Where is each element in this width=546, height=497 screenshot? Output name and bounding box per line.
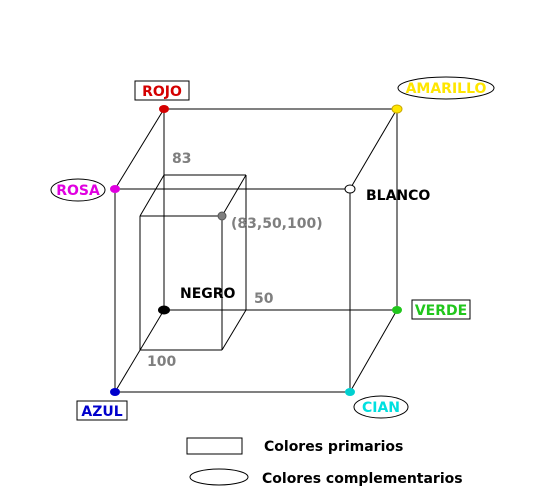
green-dot [392, 306, 402, 314]
legend-ellipse-swatch [189, 468, 249, 486]
blanco-label: BLANCO [366, 188, 430, 204]
amarillo-oval [397, 76, 495, 100]
legend-complementary-label: Colores complementarios [262, 471, 463, 487]
cian-oval [353, 395, 409, 419]
azul-box [76, 400, 128, 421]
legend: Colores primarios Colores complementario… [186, 437, 463, 487]
edge-black-blue [114, 309, 165, 393]
legend-rect-swatch [186, 437, 243, 455]
point-dot [217, 211, 227, 221]
g-value: 50 [254, 291, 274, 307]
point-coordinates: (83,50,100) [231, 216, 323, 232]
edge-red-magenta [114, 108, 165, 190]
blue-dot [110, 388, 120, 396]
verde-box [411, 299, 471, 320]
inner-edge [221, 309, 247, 351]
white-dot [344, 184, 356, 194]
azul-label: AZUL [81, 404, 122, 420]
magenta-dot [110, 185, 120, 193]
yellow-dot [391, 104, 403, 114]
edge-green-cyan [349, 309, 398, 393]
amarillo-label: AMARILLO [406, 81, 487, 97]
cian-label: CIAN [362, 400, 400, 416]
verde-label: VERDE [415, 303, 467, 319]
red-dot [159, 105, 169, 113]
cube-edges [114, 108, 398, 393]
rosa-label: ROSA [56, 183, 100, 199]
b-value: 100 [147, 354, 176, 370]
inner-edge [221, 174, 247, 217]
rosa-oval [50, 178, 106, 202]
edge-yellow-white [349, 108, 398, 190]
legend-primary-label: Colores primarios [264, 439, 403, 455]
rojo-label: ROJO [142, 84, 182, 100]
rojo-box [134, 80, 190, 101]
inner-cube [139, 174, 247, 351]
r-value: 83 [172, 151, 191, 167]
cyan-dot [345, 388, 355, 396]
negro-label: NEGRO [180, 286, 236, 302]
black-dot [158, 305, 170, 315]
inner-edge [139, 174, 165, 217]
